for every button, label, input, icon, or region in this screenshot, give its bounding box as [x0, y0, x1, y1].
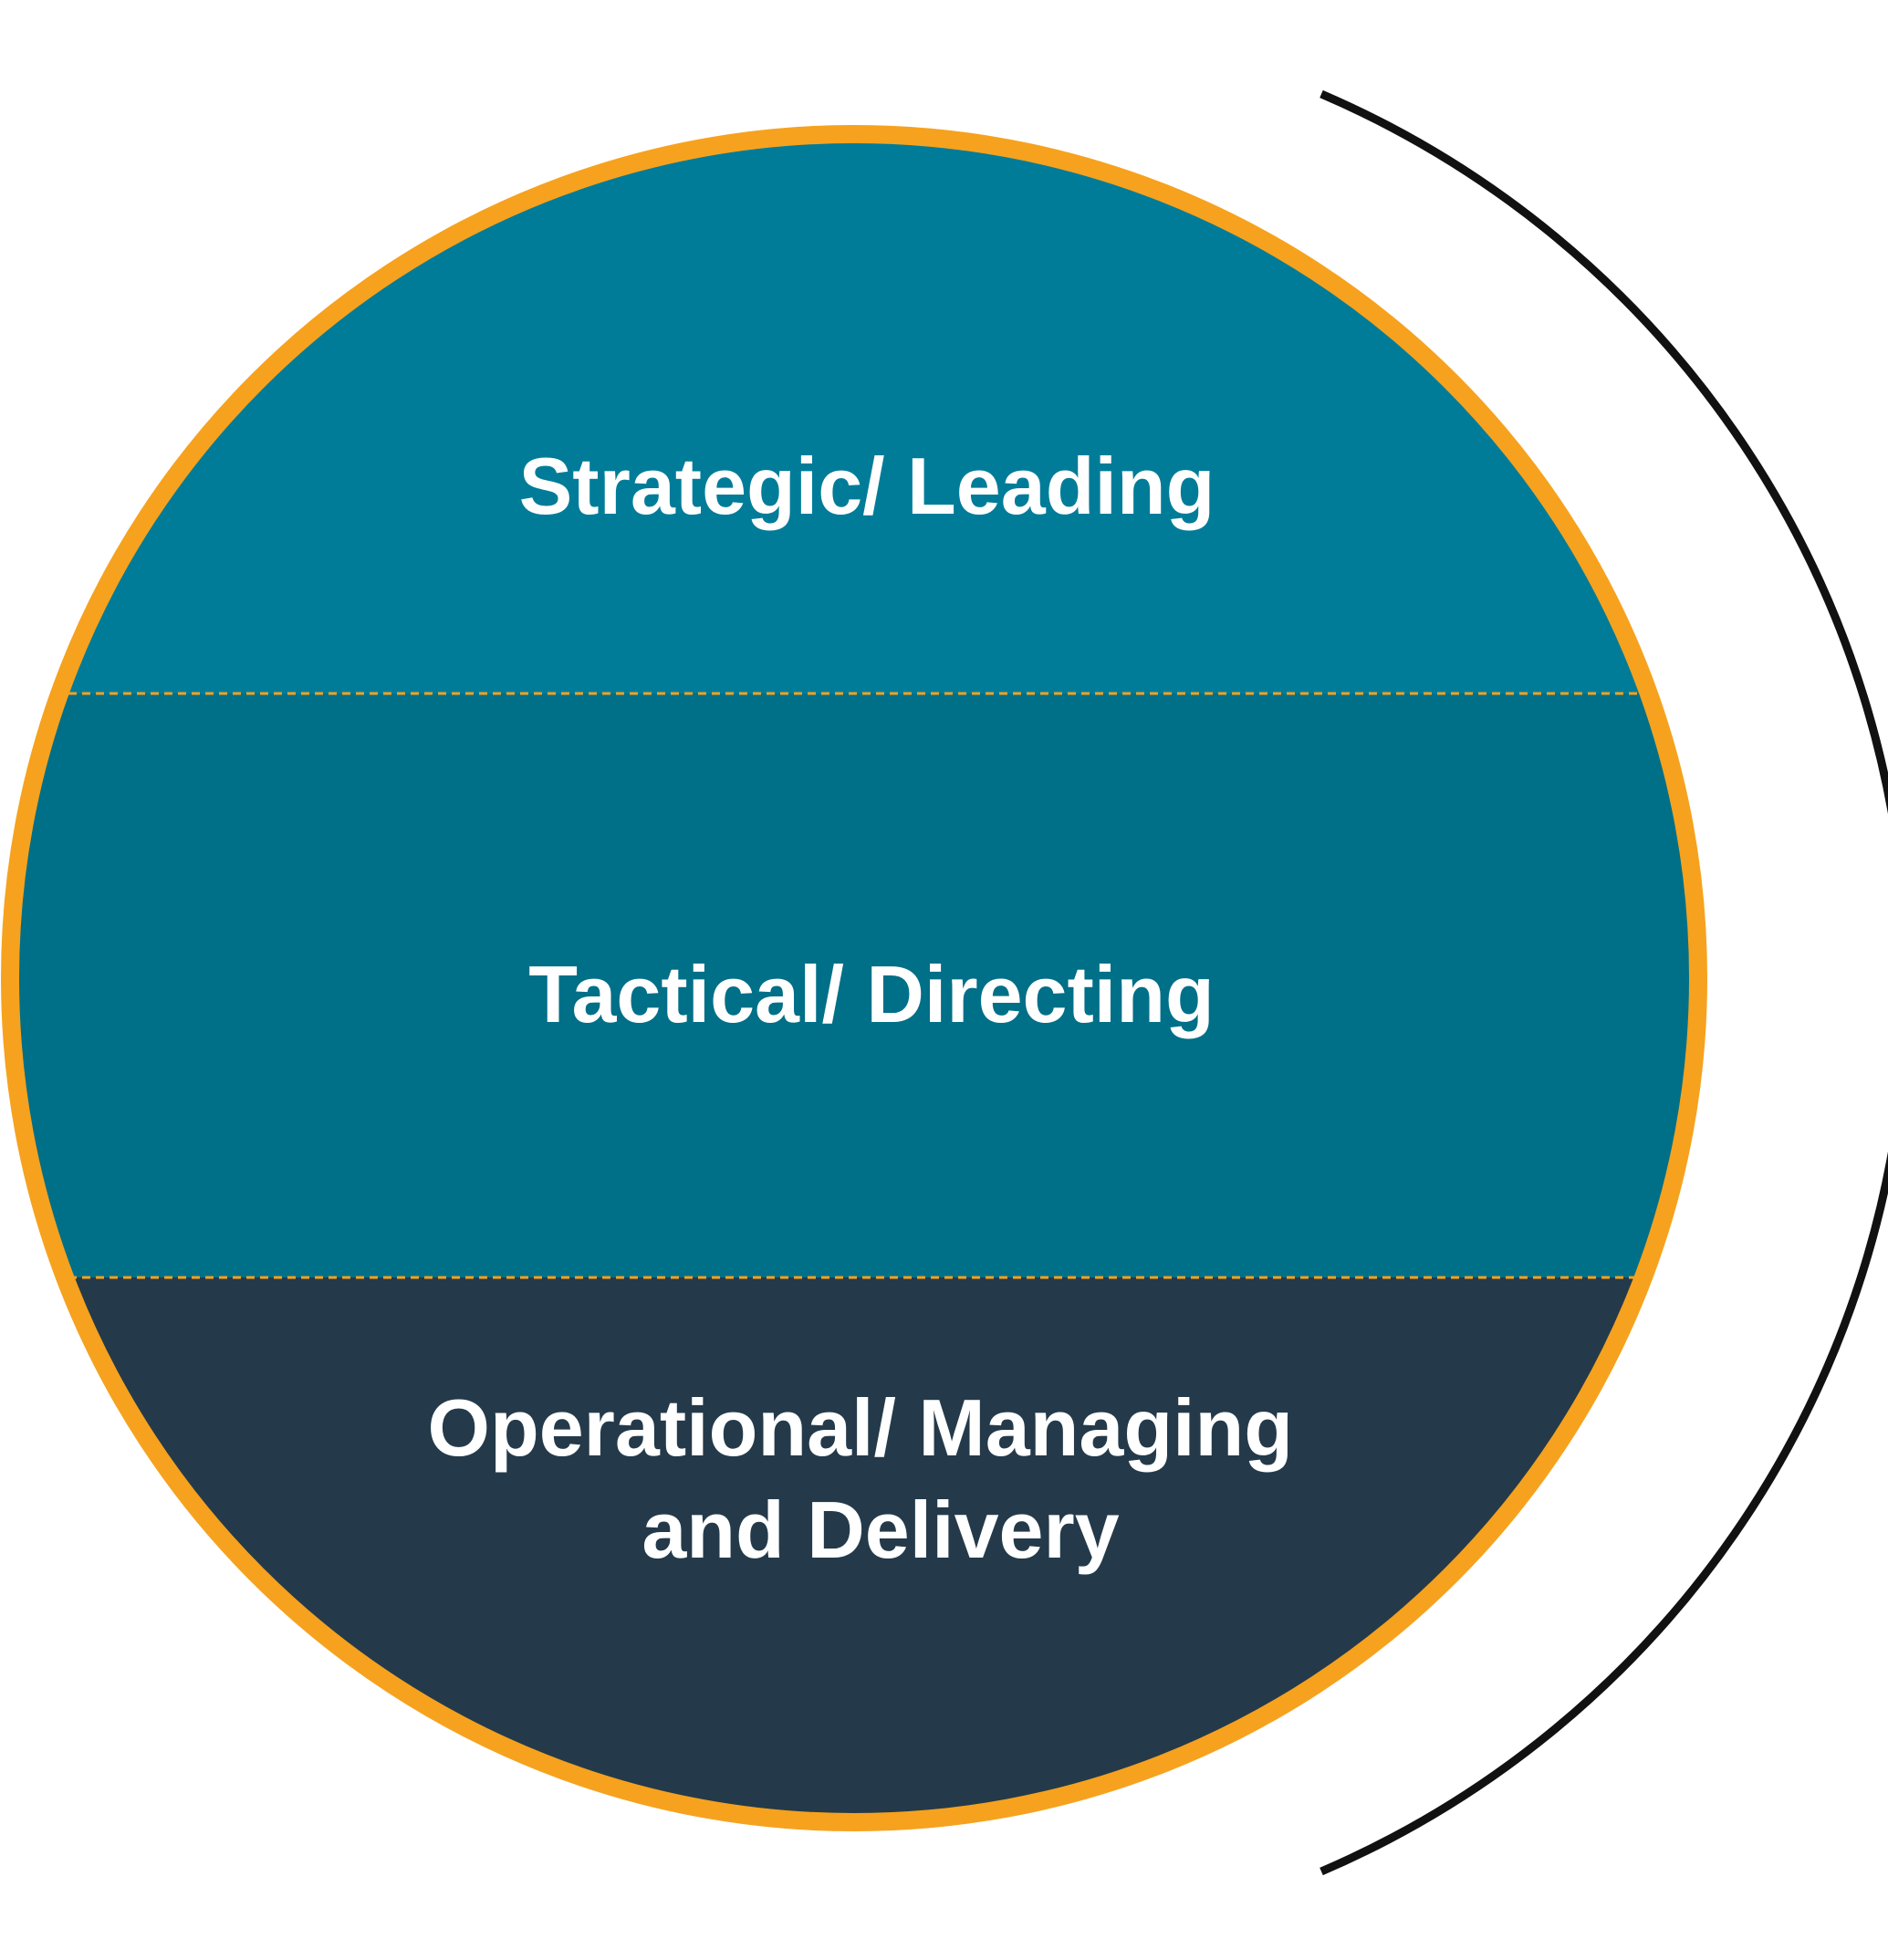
band-tactical	[10, 693, 1698, 1277]
band-label-strategic: Strategic/ Leading	[519, 441, 1215, 531]
circle-border	[1, 125, 1707, 1831]
band-label-tactical: Tactical/ Directing	[528, 949, 1214, 1039]
band-label-operational: Operational/ Managing and Delivery	[428, 1382, 1316, 1575]
band-label-operational-line-2: and Delivery	[642, 1485, 1119, 1575]
band-strategic	[10, 134, 1698, 693]
band-label-strategic-line-1: Strategic/ Leading	[519, 441, 1215, 531]
bracket-arc	[1320, 89, 1888, 1876]
band-label-tactical-line-1: Tactical/ Directing	[528, 949, 1214, 1039]
band-label-operational-line-1: Operational/ Managing	[428, 1382, 1294, 1473]
